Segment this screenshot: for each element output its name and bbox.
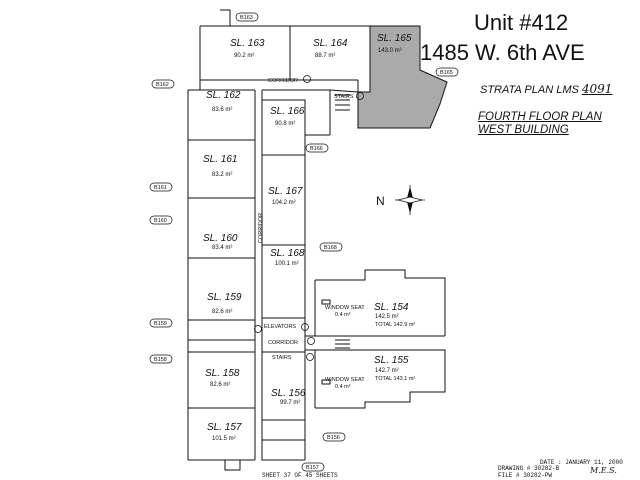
callout[interactable]: B163 [235, 12, 259, 22]
unit-area: 83.4 m² [212, 245, 232, 251]
file-number: FILE # 30282-PW [498, 472, 553, 479]
unit-label[interactable]: SL. 160 [203, 233, 238, 244]
callout[interactable]: B156 [322, 432, 346, 442]
unit-area: 90.8 m² [275, 121, 295, 127]
svg-text:B158: B158 [154, 357, 167, 363]
strata-number: 4091 [581, 82, 613, 96]
callout[interactable]: B160 [149, 215, 173, 225]
unit-label[interactable]: SL. 166 [270, 106, 305, 117]
svg-text:B161: B161 [154, 185, 167, 191]
corridor-markers [254, 75, 364, 361]
callout[interactable]: B158 [149, 354, 173, 364]
drawing-number: DRAWING # 30282-B [498, 465, 560, 472]
unit-label[interactable]: SL. 163 [230, 38, 265, 49]
stairs-label: STAIRS [272, 355, 292, 361]
unit-area: 101.5 m² [212, 436, 236, 442]
svg-text:B166: B166 [310, 146, 323, 152]
svg-text:B162: B162 [156, 82, 169, 88]
callout[interactable]: B162 [151, 79, 175, 89]
unit-label[interactable]: SL. 168 [270, 248, 305, 259]
unit-area: 90.2 m² [234, 53, 254, 59]
unit-labels: SL. 165 143.0 m² SL. 164 88.7 m² SL. 163… [203, 33, 415, 442]
unit-area: 142.5 m² [375, 314, 399, 320]
strata-plan: STRATA PLAN LMS 4091 [480, 82, 612, 96]
unit-label[interactable]: SL. 162 [206, 90, 241, 101]
svg-text:B159: B159 [154, 321, 167, 327]
highlighted-unit-sl165[interactable] [357, 25, 448, 129]
north-label: N [376, 194, 385, 208]
unit-total: TOTAL 143.1 m² [375, 376, 415, 382]
window-seat-label: WINDOW SEAT [325, 377, 365, 383]
callout[interactable]: B157 [301, 462, 325, 472]
unit-area: 142.7 m² [375, 368, 399, 374]
unit-area: 88.7 m² [315, 53, 335, 59]
svg-text:B168: B168 [324, 245, 337, 251]
unit-area: 82.6 m² [212, 309, 232, 315]
unit-number: Unit #412 [474, 10, 569, 35]
sheet-count: SHEET 37 OF 45 SHEETS [262, 472, 338, 479]
unit-label[interactable]: SL. 154 [374, 302, 409, 313]
unit-label[interactable]: SL. 159 [207, 292, 242, 303]
window-seat-area: 0.4 m² [335, 384, 351, 390]
unit-area: 100.1 m² [275, 261, 299, 267]
common-labels: CORRIDOR STAIRS CORRIDOR ELEVATORS CORRI… [258, 78, 365, 390]
floor-title: FOURTH FLOOR PLAN [478, 111, 602, 123]
unit-label[interactable]: SL. 164 [313, 38, 348, 49]
strata-label: STRATA PLAN LMS [480, 84, 579, 96]
elevators-label: ELEVATORS [264, 324, 296, 330]
svg-text:B156: B156 [327, 435, 340, 441]
stairs-label: STAIRS [334, 94, 354, 100]
window-seat-label: WINDOW SEAT [325, 305, 365, 311]
svg-text:B165: B165 [440, 70, 453, 76]
north-arrow-icon: N [376, 185, 425, 215]
callout[interactable]: B161 [149, 182, 173, 192]
svg-text:B157: B157 [306, 465, 319, 471]
unit-area: 82.6 m² [210, 382, 230, 388]
unit-label[interactable]: SL. 158 [205, 368, 240, 379]
unit-area: 83.2 m² [212, 172, 232, 178]
unit-area: 143.0 m² [378, 48, 402, 54]
corridor-label: CORRIDOR [268, 340, 298, 346]
callouts: B163 B162 B165 B166 B161 B160 B168 B159 … [149, 12, 459, 472]
unit-area: 104.2 m² [272, 200, 296, 206]
unit-total: TOTAL 142.9 m² [375, 322, 415, 328]
callout[interactable]: B166 [305, 143, 329, 153]
svg-text:B160: B160 [154, 218, 167, 224]
callout[interactable]: B168 [319, 242, 343, 252]
unit-area: 83.6 m² [212, 107, 232, 113]
wall-lines [187, 9, 446, 471]
callout[interactable]: B159 [149, 318, 173, 328]
street-address: 1485 W. 6th AVE [420, 40, 585, 65]
plan-date: DATE : JANUARY 11, 2000 [540, 459, 623, 466]
corridor-label: CORRIDOR [258, 213, 264, 243]
unit-area: 99.7 m² [280, 400, 300, 406]
building-title: WEST BUILDING [478, 124, 569, 136]
svg-text:B163: B163 [240, 15, 253, 21]
unit-label[interactable]: SL. 161 [203, 154, 237, 165]
unit-label[interactable]: SL. 165 [377, 33, 412, 44]
window-seat-area: 0.4 m² [335, 312, 351, 318]
corridor-label: CORRIDOR [268, 78, 298, 84]
callout[interactable]: B165 [435, 67, 459, 77]
surveyor-initials: M.E.S. [590, 466, 617, 475]
unit-label[interactable]: SL. 156 [271, 388, 306, 399]
unit-label[interactable]: SL. 167 [268, 186, 303, 197]
unit-label[interactable]: SL. 155 [374, 355, 409, 366]
unit-label[interactable]: SL. 157 [207, 422, 242, 433]
